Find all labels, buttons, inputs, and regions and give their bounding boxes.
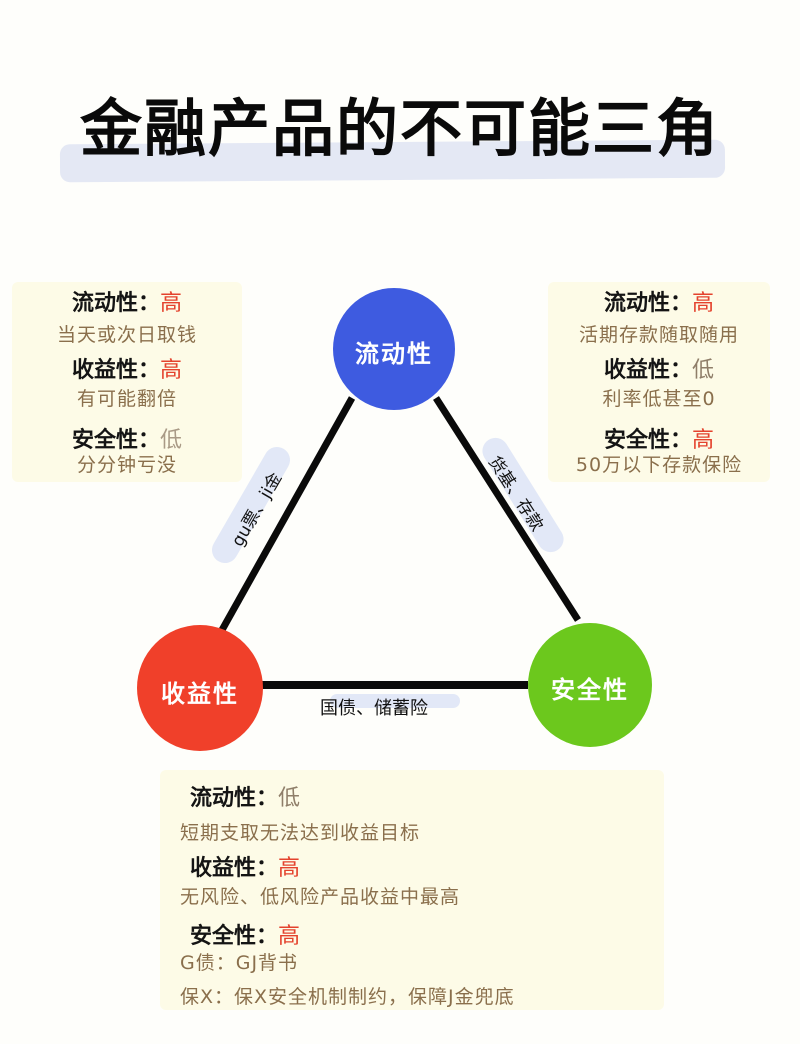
yield-label: 收益性： <box>603 358 692 383</box>
safety-value: 高 <box>278 924 301 949</box>
edge-liquidity-yield <box>218 396 356 632</box>
liquidity-value: 低 <box>278 786 301 811</box>
liquidity-note: 短期支取无法达到收益目标 <box>180 822 421 844</box>
edge-highlight-bottom <box>330 694 460 708</box>
yield-value: 高 <box>160 358 183 383</box>
safety-label: 安全性： <box>603 428 692 453</box>
yield-value: 低 <box>692 358 715 383</box>
safety-label: 安全性： <box>190 924 279 949</box>
safety-value: 低 <box>160 428 183 453</box>
node-safety <box>528 623 652 747</box>
safety-label: 安全性： <box>71 428 160 453</box>
card-money-funds-deposits: 流动性：高 活期存款随取随用 收益性：低 利率低甚至0 安全性：高 50万以下存… <box>548 282 770 482</box>
liquidity-note: 活期存款随取随用 <box>578 324 739 346</box>
card-stocks-funds: 流动性：高 当天或次日取钱 收益性：高 有可能翻倍 安全性：低 分分钟亏没 <box>12 282 242 482</box>
safety-note: 50万以下存款保险 <box>575 454 743 476</box>
safety-value: 高 <box>692 428 715 453</box>
safety-note-insurance: 保X：保X安全机制制约，保障J金兜底 <box>180 986 515 1008</box>
liquidity-value: 高 <box>160 291 183 316</box>
liquidity-label: 流动性： <box>71 291 160 316</box>
card-bonds-insurance: 流动性：低 短期支取无法达到收益目标 收益性：高 无风险、低风险产品收益中最高 … <box>160 770 664 1010</box>
node-yield <box>137 625 263 751</box>
yield-note: 无风险、低风险产品收益中最高 <box>180 886 461 908</box>
node-liquidity-label: 流动性 <box>355 340 433 368</box>
title-block: 金融产品的不可能三角 <box>0 72 800 183</box>
edge-liquidity-safety <box>433 396 581 622</box>
yield-value: 高 <box>278 856 301 881</box>
node-safety-label: 安全性 <box>551 676 629 704</box>
yield-note: 有可能翻倍 <box>76 388 177 410</box>
safety-note: 分分钟亏没 <box>76 454 177 476</box>
edge-label-bonds-savings-insurance: 国债、储蓄险 <box>320 698 428 719</box>
node-liquidity <box>333 288 455 410</box>
node-yield-label: 收益性 <box>161 680 239 708</box>
yield-label: 收益性： <box>190 856 279 881</box>
liquidity-label: 流动性： <box>603 291 692 316</box>
liquidity-value: 高 <box>692 291 715 316</box>
safety-note-bonds: G债：GJ背书 <box>180 952 299 974</box>
yield-note: 利率低甚至0 <box>602 388 716 410</box>
yield-label: 收益性： <box>71 358 160 383</box>
liquidity-label: 流动性： <box>190 786 279 811</box>
page-title: 金融产品的不可能三角 <box>79 92 720 165</box>
liquidity-note: 当天或次日取钱 <box>56 324 197 346</box>
